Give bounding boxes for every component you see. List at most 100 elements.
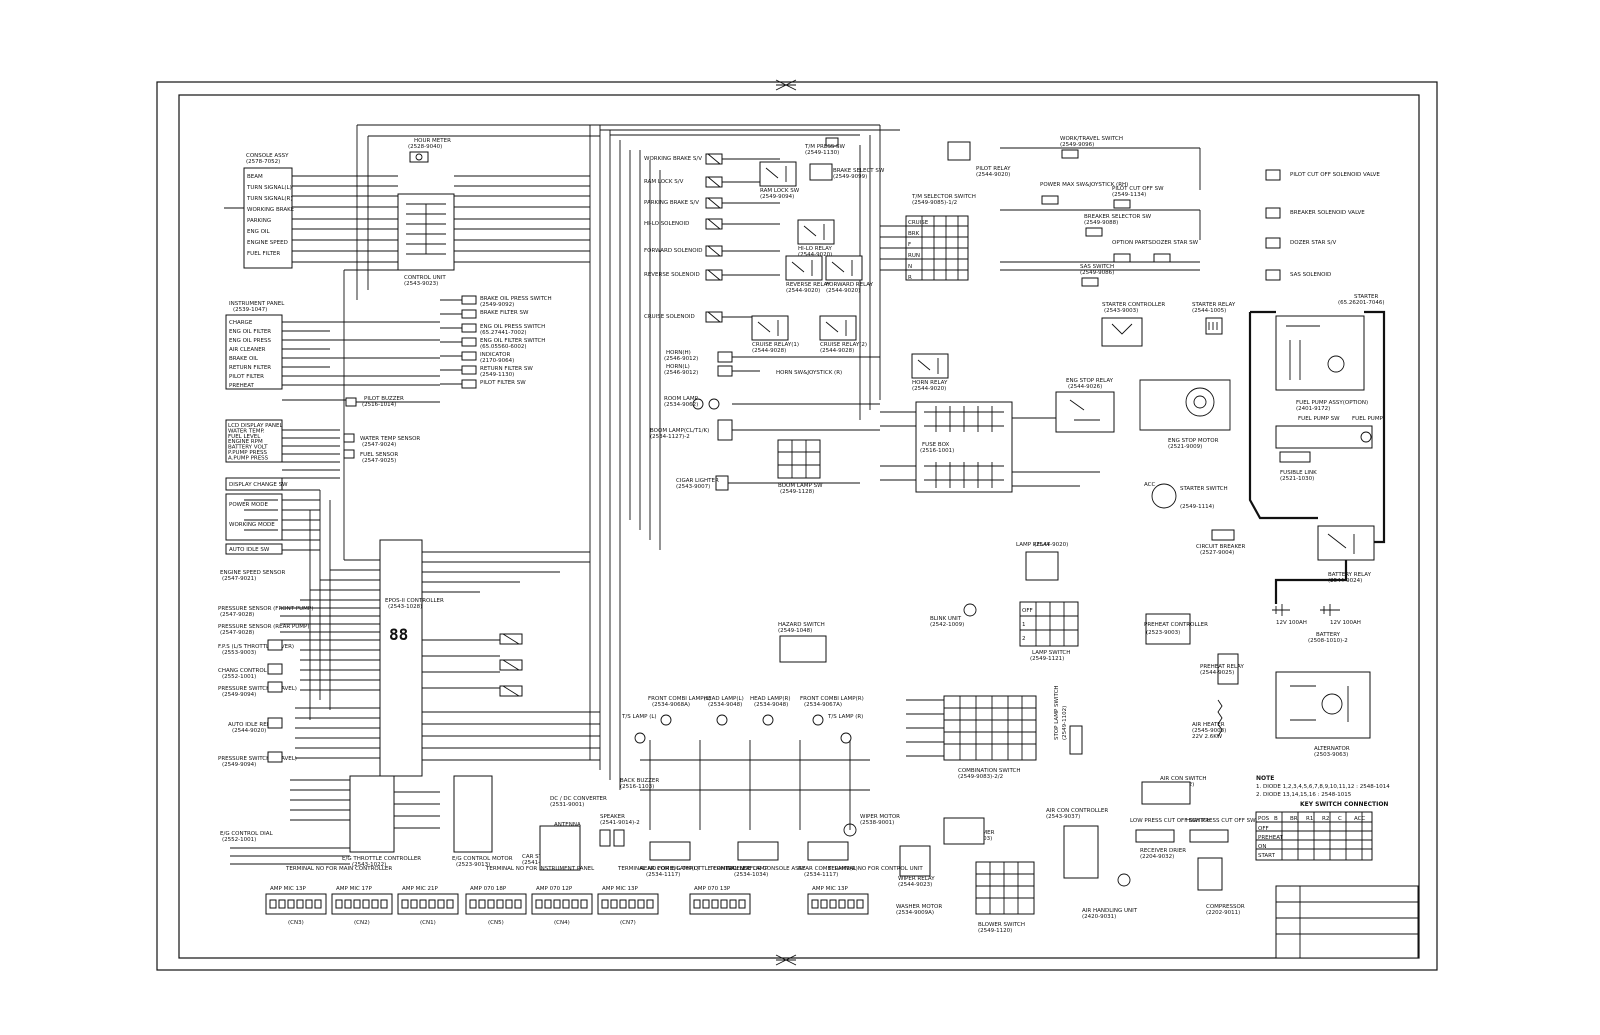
rear-lamp-label: REAR COMBI LAMP(R) <box>798 866 858 872</box>
horn-group: HORN(H) (2546-9012) HORN(L) (2546-9012) … <box>664 350 880 377</box>
lcd-item-label: ENGINE RPM <box>228 439 263 445</box>
console-switch-label: TURN SIGNAL(R) <box>246 196 293 202</box>
relay-label: HORN RELAY <box>912 380 948 386</box>
right-top-symbol <box>1061 149 1079 159</box>
terminal-pin <box>410 899 418 909</box>
rear-lamp-part: (2534-1117) <box>646 872 680 878</box>
terminal-pin <box>811 899 819 909</box>
car-stereo-box <box>539 825 581 871</box>
terminal-group-title: TERMINAL NO FOR CONSOLE ASSY <box>709 866 806 872</box>
brake-select-title: BRAKE SELECT SW <box>833 168 885 174</box>
lcd-item-label: A.PUMP PRESS <box>228 455 269 461</box>
console-switch-label: FUEL FILTER <box>247 251 280 257</box>
eng-stop-motor: ENG STOP MOTOR (2521-9009) <box>1139 379 1231 450</box>
terminal-pin <box>856 899 864 909</box>
rear-lamp-symbol <box>649 841 691 861</box>
stop-lamp-part: (2549-1102) <box>1062 706 1068 740</box>
rear-lamp-symbol <box>807 841 849 861</box>
filter-switch-label: ENG OIL PRESS SWITCH <box>480 324 545 330</box>
aircon-controller-box <box>1063 825 1229 887</box>
boom-lamp-part: (2534-1127)-2 <box>650 434 690 440</box>
pilot-relay-part: (2544-9020) <box>976 172 1010 178</box>
aircon-group: AIR CON CONTROLLER(2543-9037)AIR CON SWI… <box>978 776 1268 934</box>
instrument-item-label: BRAKE OIL <box>229 356 259 362</box>
rear-lamp-part: (2534-1117) <box>804 872 838 878</box>
front-lamp-label: FRONT COMBI LAMP(L) <box>648 696 711 702</box>
terminal-pin <box>505 899 513 909</box>
middle-left-symbol <box>267 717 283 729</box>
filter-switch-label: RETURN FILTER SW <box>480 366 533 372</box>
preheat-controller: PREHEAT CONTROLLER (2523-9003) PREHEAT R… <box>1144 613 1244 685</box>
relay-box <box>797 219 835 245</box>
terminal-pin <box>380 899 388 909</box>
right-solenoid-symbol <box>1265 237 1281 249</box>
terminal-pin <box>847 899 855 909</box>
room-lamp-part: (2534-9062) <box>664 402 698 408</box>
epos-seven-segment: 88 <box>389 625 408 644</box>
terminal-connector-box <box>531 893 593 915</box>
center-mark-bottom <box>775 954 797 966</box>
front-lamp-part: (2534-9067A) <box>804 702 842 708</box>
center-relay-group: RAM LOCK SW(2549-9094)HI-LO RELAY(2544-9… <box>751 161 949 392</box>
filter-switch-label: INDICATOR <box>480 352 510 358</box>
display-change-switch: DISPLAY CHANGE SW <box>225 477 288 491</box>
terminal-pin <box>580 899 588 909</box>
solenoid-coil <box>707 245 721 257</box>
pump-valves <box>499 633 523 697</box>
terminal-connector-id: (CN4) <box>554 920 570 926</box>
terminal-pin <box>738 899 746 909</box>
eng-stop-motor-title: ENG STOP MOTOR <box>1168 438 1219 444</box>
terminal-pin <box>487 899 495 909</box>
pilot-relay: PILOT RELAY (2544-9020) <box>947 141 1011 178</box>
boom-lamp-label: BOOM LAMP(CL/T1/K) <box>650 428 709 434</box>
battery-part: (2508-1010)-2 <box>1308 638 1348 644</box>
terminal-pin <box>610 899 618 909</box>
terminal-pin <box>496 899 504 909</box>
brake-select-switch: BRAKE SELECT SW (2549-9099) <box>809 163 885 181</box>
terminal-connector-id: (CN5) <box>488 920 504 926</box>
circuit-breaker-part: (2527-9004) <box>1200 550 1234 556</box>
blink-unit: BLINK UNIT (2542-1009) <box>930 603 977 628</box>
sensor-label: FUEL SENSOR <box>360 452 398 458</box>
right-top-label: DOZER STAR SW <box>1152 240 1199 246</box>
fuel-pump-assy: FUEL PUMP ASSY(OPTION) (2401-9172) FUEL … <box>1275 400 1384 449</box>
relay-label: FORWARD RELAY <box>826 282 874 288</box>
relay-contact <box>831 260 853 276</box>
terminal-pin <box>287 899 295 909</box>
blink-unit-title: BLINK UNIT <box>930 616 962 622</box>
circuit-breaker-title: CIRCUIT BREAKER <box>1196 544 1246 550</box>
terminal-pin <box>305 899 313 909</box>
eng-stop-relay-title: ENG STOP RELAY <box>1066 378 1114 384</box>
terminal-pin <box>269 899 277 909</box>
solenoid-coil <box>707 176 721 188</box>
hazard-switch: HAZARD SWITCH (2549-1048) <box>778 622 827 663</box>
terminal-pin <box>419 899 427 909</box>
hazard-switch-title: HAZARD SWITCH <box>778 622 825 628</box>
relay-part: (2544-9020) <box>798 252 832 258</box>
solenoid-label: RAM LOCK S/V <box>644 179 684 185</box>
solenoid-coil <box>707 311 721 323</box>
horn-low-part: (2546-9012) <box>664 370 698 376</box>
fuel-pump-part: (2401-9172) <box>1296 406 1330 412</box>
middle-left-label: PRESSURE SWITCH (TRAVEL) <box>218 756 297 762</box>
tm-selector-title: T/M SELECTOR SWITCH <box>911 194 976 200</box>
terminal-pin <box>335 899 343 909</box>
terminal-pin <box>562 899 570 909</box>
lamp-switch-title: LAMP SWITCH <box>1032 650 1070 656</box>
aircon-part: (2549-1120) <box>978 928 1012 934</box>
circuit-breaker: CIRCUIT BREAKER (2527-9004) <box>1196 529 1246 556</box>
eg-motor-title: E/G CONTROL MOTOR <box>452 856 513 862</box>
terminal-pin <box>838 899 846 909</box>
terminal-pin <box>619 899 627 909</box>
key-switch-header: ACC <box>1354 816 1366 822</box>
lamp-relay-part: (2544-9020) <box>1034 542 1068 548</box>
tm-selector-row: F <box>908 242 911 248</box>
note-block: NOTE 1. DIODE 1,2,3,4,5,6,7,8,9,10,11,12… <box>1256 775 1390 798</box>
right-top-symbol <box>1113 253 1131 263</box>
terminal-connector-label: AMP 070 13P <box>694 886 731 892</box>
battery-cell-2: 12V 100AH <box>1330 620 1361 626</box>
wiper-label: WASHER MOTOR <box>896 904 942 910</box>
title-block <box>1275 885 1419 959</box>
terminal-pin <box>478 899 486 909</box>
